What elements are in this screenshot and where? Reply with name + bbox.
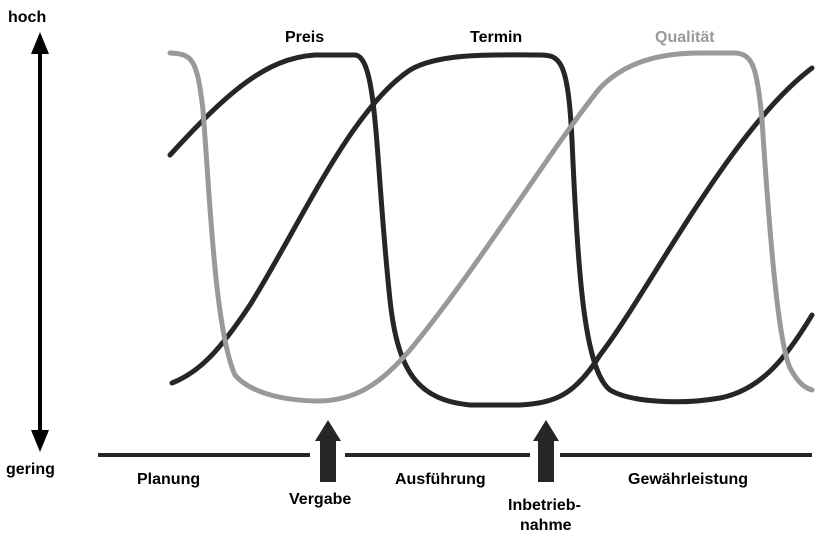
- label-termin: Termin: [470, 29, 522, 46]
- arrow-up-icon: [533, 420, 559, 441]
- milestone-arrow-inbetriebnahme: [533, 420, 559, 482]
- label-qualitaet: Qualität: [655, 29, 715, 46]
- arrow-up-icon: [315, 420, 341, 441]
- vertical-axis: [31, 32, 49, 452]
- milestone-label-inbetriebnahme-2: nahme: [520, 517, 572, 534]
- milestone-arrow-vergabe: [315, 420, 341, 482]
- phase-label-warranty: Gewährleistung: [628, 471, 748, 488]
- axis-bottom-label: gering: [6, 461, 55, 478]
- phase-label-planning: Planung: [137, 471, 200, 488]
- axis-arrow-up-icon: [31, 32, 49, 54]
- curve-termin: [169, 52, 815, 405]
- curve-qualitaet: [167, 50, 815, 404]
- axis-arrow-down-icon: [31, 430, 49, 452]
- label-preis: Preis: [285, 29, 324, 46]
- curve-preis: [167, 52, 815, 408]
- milestone-label-vergabe: Vergabe: [289, 491, 351, 508]
- axis-top-label: hoch: [8, 9, 46, 26]
- milestone-label-inbetriebnahme-1: Inbetrieb-: [508, 497, 581, 514]
- phase-label-execution: Ausführung: [395, 471, 486, 488]
